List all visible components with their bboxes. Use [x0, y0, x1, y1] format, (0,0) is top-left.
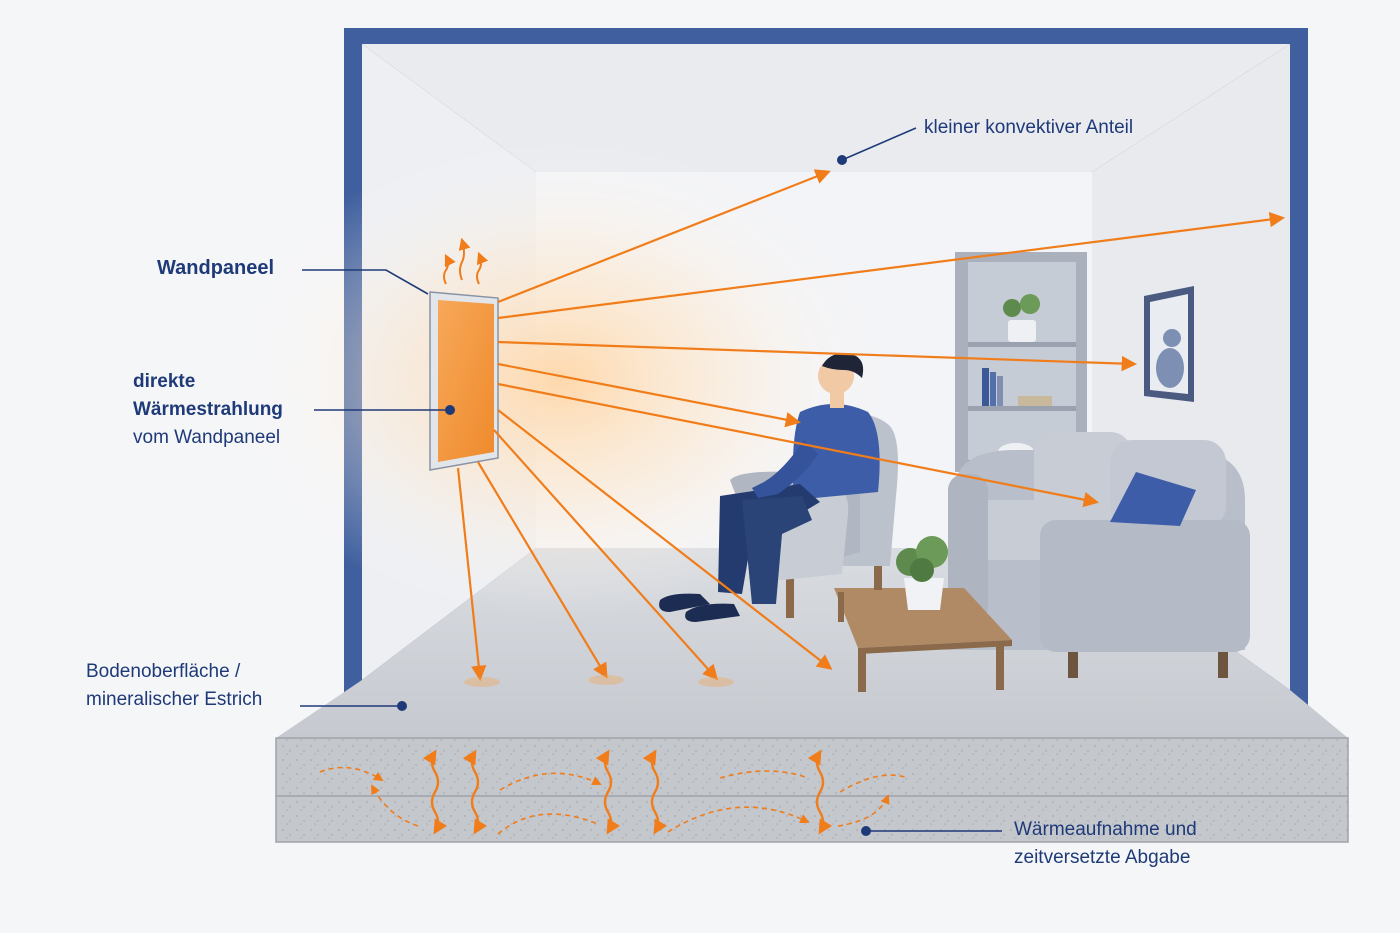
- storage-arrows: [422, 749, 833, 835]
- wall-picture: [1144, 286, 1194, 402]
- label-panel: Wandpaneel: [157, 254, 274, 282]
- arrow-to-picture: [497, 340, 1138, 372]
- dot-radiation: [445, 405, 455, 415]
- storage-dashed-flows: [319, 766, 909, 835]
- seated-person: [659, 353, 880, 622]
- arrow-to-right-wall: [497, 211, 1286, 320]
- label-radiation-line1: direkte: [133, 371, 196, 392]
- label-convective-text: kleiner konvektiver Anteil: [924, 117, 1134, 138]
- label-panel-text: Wandpaneel: [157, 257, 275, 279]
- arrow-to-sofa: [497, 382, 1100, 508]
- dot-floor: [397, 701, 407, 711]
- label-storage: Wärmeaufnahme und zeitversetzte Abgabe: [1014, 816, 1197, 872]
- label-storage-line1: Wärmeaufnahme und: [1014, 819, 1197, 840]
- convection-waves: [443, 237, 489, 285]
- label-radiation-line2: Wärmestrahlung: [133, 399, 283, 420]
- ceiling: [362, 44, 1290, 172]
- leader-dots: [397, 155, 871, 836]
- label-convective: kleiner konvektiver Anteil: [924, 114, 1133, 142]
- label-storage-line2: zeitversetzte Abgabe: [1014, 847, 1191, 868]
- coffee-table: [834, 536, 1012, 692]
- leader-panel: [302, 269, 429, 295]
- label-floor-line1: Bodenoberfläche /: [86, 661, 241, 682]
- leader-convective: [841, 127, 917, 161]
- sofa: [945, 432, 1250, 678]
- arrow-to-floor-3: [493, 429, 719, 681]
- label-floor: Bodenoberfläche / mineralischer Estrich: [86, 658, 262, 714]
- wall-panel: [429, 291, 499, 471]
- label-radiation: direkte Wärmestrahlung vom Wandpaneel: [133, 368, 283, 452]
- label-floor-line2: mineralischer Estrich: [86, 689, 263, 710]
- arrow-to-person: [497, 362, 802, 428]
- dot-convective: [837, 155, 847, 165]
- label-radiation-line3: vom Wandpaneel: [133, 427, 281, 448]
- radiation-arrows: [456, 169, 1286, 682]
- dot-storage: [861, 826, 871, 836]
- arrow-to-floor-4: [497, 409, 833, 670]
- floor-hotspots: [464, 675, 734, 687]
- arrow-to-floor-1: [456, 467, 487, 682]
- leader-lines: [300, 127, 1002, 832]
- arrow-to-ceiling: [497, 169, 831, 304]
- arrow-to-floor-2: [477, 461, 608, 679]
